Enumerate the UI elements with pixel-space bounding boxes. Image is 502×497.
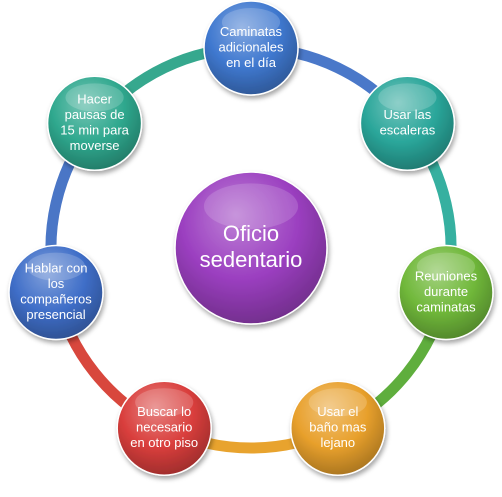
cycle-node-circle — [8, 244, 104, 341]
cycle-node-label: Reuniones — [415, 268, 478, 283]
cycle-node-circle — [116, 380, 212, 476]
cycle-node-label: necesario — [136, 420, 192, 435]
node-highlight — [308, 388, 367, 417]
cycle-node-label: Caminatas — [220, 24, 283, 39]
cycle-node-circle — [398, 244, 494, 341]
cycle-node-label: Usar el — [317, 404, 358, 419]
cycle-node-circle — [46, 75, 143, 172]
node-highlight — [65, 83, 124, 112]
cycle-node-label: baño mas — [309, 420, 367, 435]
center-node-circle — [174, 171, 328, 325]
cycle-node-label: los — [48, 276, 65, 291]
cycle-node-label: Hablar con — [25, 261, 88, 276]
center-highlight — [203, 183, 299, 229]
node-highlight — [26, 252, 86, 281]
node-highlight — [378, 83, 437, 112]
cycle-node-label: caminatas — [416, 299, 476, 314]
center-node-label: Oficio — [223, 221, 279, 246]
cycle-node-label: presencial — [26, 307, 85, 322]
cycle-node-label: adicionales — [218, 39, 284, 54]
cycle-node-label: durante — [424, 284, 468, 299]
cycle-node-label: compañeros — [20, 292, 92, 307]
cycle-node-label: en otro piso — [130, 435, 198, 450]
cycle-node-label: pausas de — [65, 107, 125, 122]
node-highlight — [221, 8, 281, 37]
cycle-node-circle — [359, 75, 456, 172]
center-node-label: sedentario — [200, 247, 303, 272]
cycle-node-label: Buscar lo — [137, 404, 191, 419]
cycle-node-circle — [290, 380, 386, 476]
cycle-node-label: Usar las — [384, 107, 432, 122]
cycle-node-label: 15 min para — [60, 123, 129, 138]
cycle-node-label: moverse — [70, 138, 120, 153]
cycle-node-circle — [203, 0, 299, 96]
node-highlight — [135, 388, 194, 417]
cycle-node-label: escaleras — [380, 123, 436, 138]
cycle-node-label: en el día — [226, 55, 277, 70]
cycle-node-label: Hacer — [77, 92, 112, 107]
node-highlight — [416, 252, 476, 281]
cycle-node-label: lejano — [320, 435, 355, 450]
